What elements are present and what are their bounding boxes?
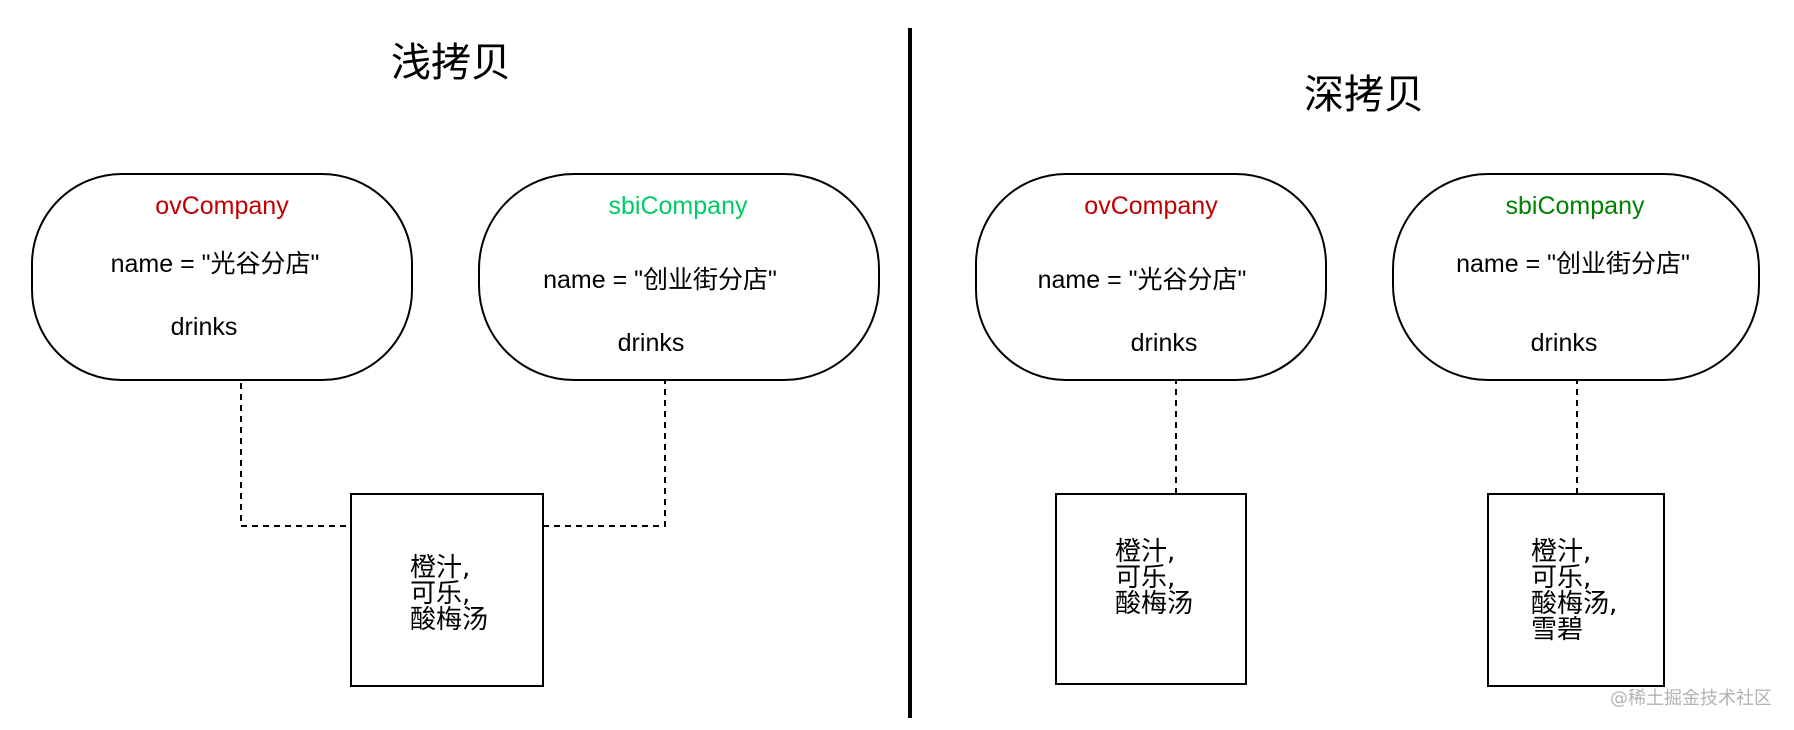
shallow-sbi-drinks-connector <box>543 367 666 527</box>
deep-ov-company-node: ovCompany name = "光谷分店" drinks <box>975 173 1327 381</box>
shallow-ov-company-shape <box>31 173 413 381</box>
shallow-sbi-company-drinks-field: drinks <box>618 329 685 357</box>
shallow-ov-company-node: ovCompany name = "光谷分店" drinks <box>31 173 413 381</box>
deep-ov-drinks-box: 橙汁, 可乐, 酸梅汤 <box>1055 493 1247 685</box>
deep-sbi-drinks-item: 可乐, <box>1531 563 1591 593</box>
deep-sbi-company-shape <box>1392 173 1760 381</box>
watermark-text: @稀土掘金技术社区 <box>1610 688 1772 709</box>
deep-copy-section: ovCompany name = "光谷分店" drinks sbiCompan… <box>975 173 1760 687</box>
shallow-copy-section: ovCompany name = "光谷分店" drinks sbiCompan… <box>31 173 880 687</box>
deep-ov-company-name-field: name = "光谷分店" <box>1038 266 1247 294</box>
deep-ov-drinks-box-shape <box>1055 493 1247 685</box>
shallow-sbi-company-name-field: name = "创业街分店" <box>543 266 777 294</box>
deep-sbi-drinks-item: 橙汁, <box>1531 537 1591 567</box>
deep-sbi-company-drinks-field: drinks <box>1531 329 1598 357</box>
deep-sbi-drinks-item: 酸梅汤, <box>1531 589 1617 619</box>
shallow-sbi-company-label: sbiCompany <box>609 192 748 220</box>
shallow-sbi-company-shape <box>478 173 880 381</box>
shallow-ov-company-name-field: name = "光谷分店" <box>111 250 320 278</box>
deep-sbi-company-label: sbiCompany <box>1506 192 1645 220</box>
deep-copy-title: 深拷贝 <box>1304 72 1424 118</box>
shallow-ov-company-drinks-field: drinks <box>171 313 238 341</box>
deep-sbi-company-node: sbiCompany name = "创业街分店" drinks <box>1392 173 1760 381</box>
deep-sbi-drinks-item: 雪碧 <box>1531 615 1583 645</box>
shallow-shared-drinks-box: 橙汁, 可乐, 酸梅汤 <box>350 493 544 687</box>
deep-sbi-drinks-box-shape <box>1487 493 1665 687</box>
shallow-ov-company-label: ovCompany <box>155 192 289 220</box>
deep-ov-company-drinks-field: drinks <box>1131 329 1198 357</box>
shallow-copy-title: 浅拷贝 <box>391 40 511 86</box>
shallow-drinks-box-shape <box>350 493 544 687</box>
deep-sbi-drinks-box: 橙汁, 可乐, 酸梅汤, 雪碧 <box>1487 493 1665 687</box>
shallow-drinks-item: 酸梅汤 <box>410 605 488 635</box>
deep-ov-drinks-item: 可乐, <box>1115 563 1175 593</box>
shallow-ov-drinks-connector <box>240 350 351 527</box>
deep-sbi-company-name-field: name = "创业街分店" <box>1456 250 1690 278</box>
shallow-sbi-company-node: sbiCompany name = "创业街分店" drinks <box>478 173 880 381</box>
deep-ov-drinks-item: 橙汁, <box>1115 537 1175 567</box>
deep-ov-company-shape <box>975 173 1327 381</box>
deep-ov-company-label: ovCompany <box>1084 192 1218 220</box>
shallow-drinks-item: 橙汁, <box>410 553 470 583</box>
shallow-drinks-item: 可乐, <box>410 579 470 609</box>
deep-ov-drinks-item: 酸梅汤 <box>1115 589 1193 619</box>
